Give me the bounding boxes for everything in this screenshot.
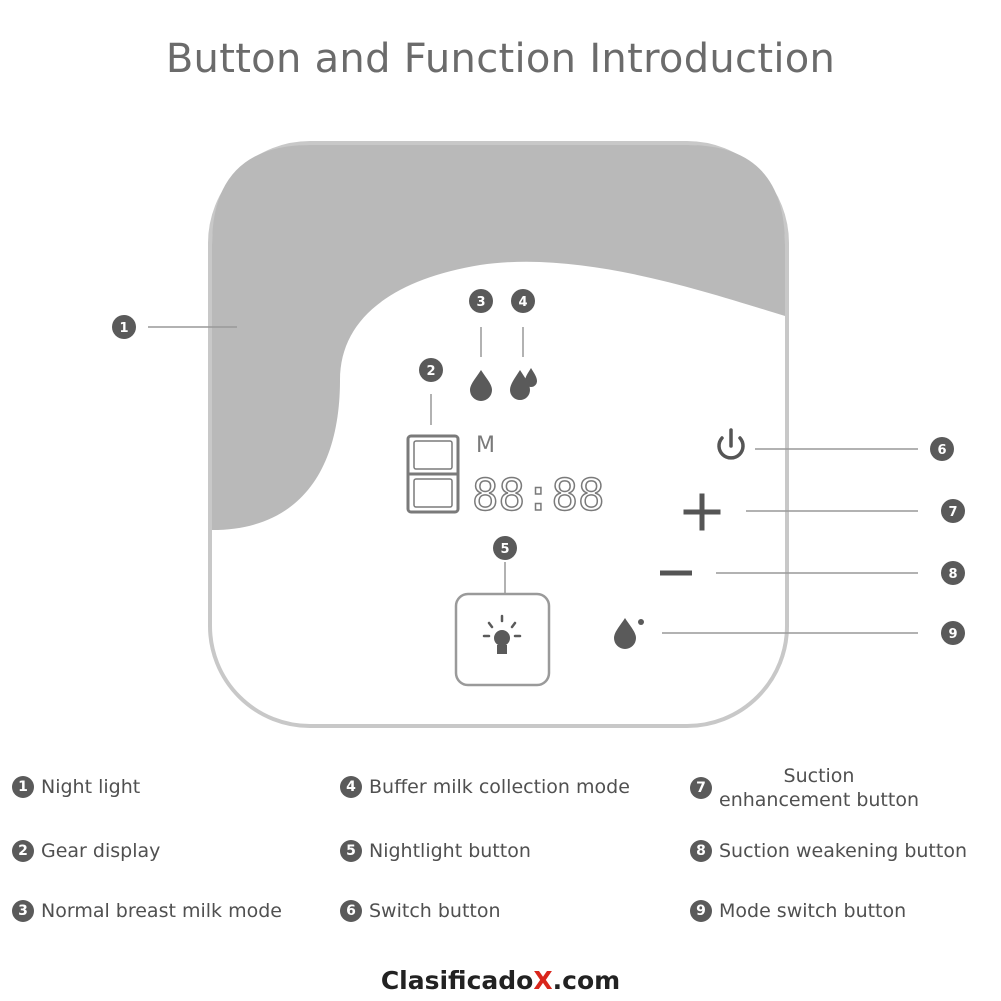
legend-item-9: 9 Mode switch button (690, 900, 906, 922)
legend-item-7: 7 Suction enhancement button (690, 764, 919, 812)
svg-text:3: 3 (476, 295, 485, 310)
watermark-footer: ClasificadoX.com (0, 966, 1001, 995)
legend-text-line1: Suction (783, 765, 855, 787)
nightlight-button (454, 592, 551, 687)
night-light-band (212, 145, 785, 530)
legend-text: Buffer milk collection mode (369, 776, 630, 798)
legend-badge: 8 (690, 840, 712, 862)
footer-part1: Clasificado (380, 966, 534, 995)
page-title: Button and Function Introduction (165, 36, 836, 82)
legend-text: Mode switch button (719, 900, 907, 922)
callout-badge-6: 6 (930, 437, 954, 461)
bulb-icon (482, 614, 522, 654)
legend-text: Normal breast milk mode (41, 900, 282, 922)
legend-text: Switch button (369, 900, 501, 922)
legend-item-6: 6 Switch button (340, 900, 501, 922)
legend-badge: 2 (12, 840, 34, 862)
footer-part2: X (533, 966, 553, 995)
mode-switch-drop-icon (614, 618, 644, 649)
power-icon (717, 428, 745, 460)
legend-item-4: 4 Buffer milk collection mode (340, 776, 630, 798)
legend-item-1: 1 Night light (12, 776, 140, 798)
legend-badge: 7 (690, 777, 712, 799)
callout-badge-4: 4 (511, 289, 535, 313)
legend-text-line2: enhancement button (719, 789, 919, 811)
legend-badge: 3 (12, 900, 34, 922)
legend-badge: 6 (340, 900, 362, 922)
legend-badge: 1 (12, 776, 34, 798)
gear-digit-display (406, 434, 460, 514)
mode-letter: M (476, 433, 495, 458)
timer-display: 88:88 (472, 470, 604, 521)
legend-item-2: 2 Gear display (12, 840, 160, 862)
svg-text:5: 5 (500, 542, 509, 557)
legend-item-5: 5 Nightlight button (340, 840, 531, 862)
svg-text:2: 2 (426, 364, 435, 379)
svg-text:8: 8 (948, 567, 957, 582)
callout-badge-5: 5 (493, 536, 517, 560)
legend-text: Night light (41, 776, 141, 798)
plus-icon (683, 493, 721, 531)
svg-text:4: 4 (518, 295, 527, 310)
normal-mode-drop-icon (470, 370, 492, 401)
legend-badge: 9 (690, 900, 712, 922)
callout-badge-2: 2 (419, 358, 443, 382)
legend-item-3: 3 Normal breast milk mode (12, 900, 282, 922)
callout-badge-9: 9 (941, 621, 965, 645)
callout-badge-8: 8 (941, 561, 965, 585)
legend-badge: 4 (340, 776, 362, 798)
svg-text:7: 7 (948, 505, 957, 520)
legend-item-8: 8 Suction weakening button (690, 840, 967, 862)
legend-text: Suction enhancement button (719, 764, 919, 812)
callout-badge-3: 3 (469, 289, 493, 313)
legend-text: Nightlight button (369, 840, 531, 862)
legend-badge: 5 (340, 840, 362, 862)
svg-text:1: 1 (119, 321, 128, 336)
buffer-mode-drop-icon (510, 368, 537, 400)
footer-part3: .com (552, 966, 621, 995)
svg-text:6: 6 (937, 443, 946, 458)
legend-text: Gear display (41, 840, 161, 862)
legend-text: Suction weakening button (719, 840, 968, 862)
callout-badge-7: 7 (941, 499, 965, 523)
svg-text:9: 9 (948, 627, 957, 642)
callout-badge-1: 1 (112, 315, 136, 339)
